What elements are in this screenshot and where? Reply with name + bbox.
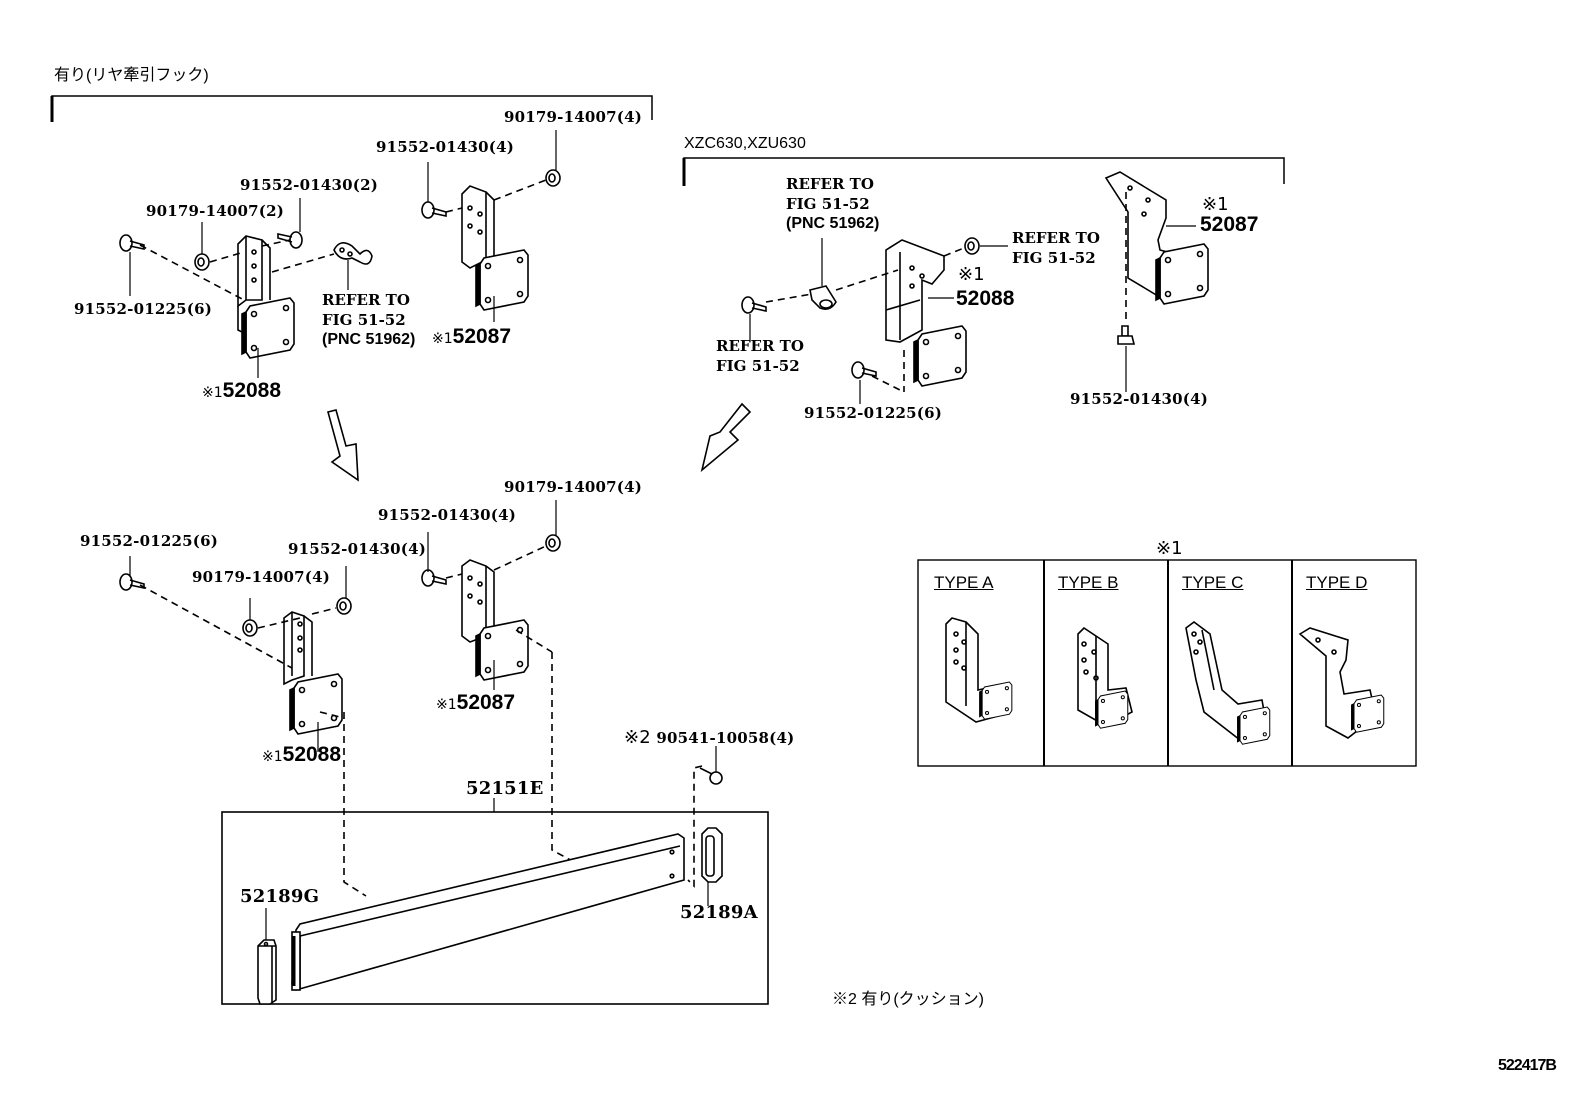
part-label-52087[interactable]: ※152087 [432, 326, 511, 347]
part-label-90179-14007[interactable]: 90179-14007(4) [192, 568, 331, 586]
types-table [917, 559, 1417, 767]
section-heading-xzc630: XZC630,XZU630 [684, 135, 806, 152]
refer-to-fig-note: REFER TO FIG 51-52 [716, 336, 804, 376]
part-label-90179-14007[interactable]: 90179-14007(4) [504, 478, 643, 496]
refer-line: REFER TO [716, 337, 804, 355]
nut-90179-14007-icon [242, 619, 258, 637]
bolt-91552-01430-icon [336, 597, 352, 615]
type-d-label: TYPE D [1306, 573, 1368, 592]
part-label-91552-01225[interactable]: 91552-01225(6) [74, 300, 213, 318]
type-b-bracket-icon [1077, 626, 1133, 729]
part-number: 52087 [456, 691, 516, 714]
part-label-52151E[interactable]: 52151E [466, 778, 544, 799]
bolt-91552-01430-icon [421, 569, 447, 587]
part-label-52189G[interactable]: 52189G [240, 886, 320, 907]
cushion-52189A-icon [701, 827, 723, 883]
assembly-guide-lines [139, 545, 703, 897]
type-c-label: TYPE C [1182, 573, 1244, 592]
assembly-guide-lines [139, 179, 547, 301]
bolt-91552-01430-icon [1117, 325, 1136, 345]
arrow-down-left-section1-icon [327, 409, 359, 482]
part-label-52087[interactable]: 52087 [1200, 213, 1259, 236]
part-label-91552-01430[interactable]: 91552-01430(4) [288, 540, 427, 558]
refer-pnc: (PNC 51962) [786, 215, 880, 232]
figure-id: 522417B [1498, 1057, 1557, 1074]
tow-hook-icon [333, 242, 373, 265]
bolt-refer-icon [741, 296, 767, 314]
part-label-52088[interactable]: 52088 [956, 287, 1015, 310]
bracket-52087-icon [461, 559, 529, 681]
part-label-91552-01430[interactable]: 91552-01430(4) [378, 506, 517, 524]
part-label-52088[interactable]: ※152088 [262, 744, 341, 765]
refer-line: REFER TO [1012, 229, 1100, 247]
part-number: 90541-10058(4) [656, 729, 795, 747]
refer-line: FIG 51-52 [1012, 249, 1096, 267]
bolt-91552-01225-icon [119, 573, 145, 591]
part-number: 52088 [222, 379, 282, 402]
note-mark-1: ※1 [262, 749, 283, 765]
nut-90179-14007-icon [194, 253, 210, 271]
section-heading-tow-hook: 有り(リヤ牽引フック) [54, 67, 209, 84]
arrow-down-left-section2-icon [700, 402, 752, 473]
type-a-label: TYPE A [934, 573, 994, 592]
assembly-guide-lines [765, 192, 1127, 393]
part-label-91552-01430[interactable]: 91552-01430(2) [240, 176, 379, 194]
part-label-90179-14007[interactable]: 90179-14007(4) [504, 108, 643, 126]
nut-90179-14007-icon [545, 169, 561, 187]
part-label-52087[interactable]: ※152087 [436, 692, 515, 713]
section-bracket-tow-hook [50, 95, 653, 122]
type-d-bracket-icon [1298, 627, 1385, 739]
nut-refer-icon [964, 237, 980, 255]
types-heading: ※1 [1156, 538, 1183, 559]
part-label-91552-01430[interactable]: 91552-01430(4) [1070, 390, 1209, 408]
note-mark-1: ※1 [202, 385, 223, 401]
bracket-52088-icon [885, 239, 967, 387]
note-mark-1: ※1 [958, 264, 985, 285]
nut-90179-14007-icon [545, 534, 561, 552]
type-b-label: TYPE B [1058, 573, 1119, 592]
part-label-52088[interactable]: ※152088 [202, 380, 281, 401]
note-mark-1: ※1 [1202, 194, 1229, 215]
part-number: 52087 [452, 325, 512, 348]
bracket-52087-icon [461, 185, 529, 311]
refer-to-fig-note: REFER TO FIG 51-52 [1012, 228, 1100, 268]
refer-pnc: (PNC 51962) [322, 331, 416, 348]
refer-to-fig-note: REFER TO FIG 51-52 (PNC 51962) [322, 290, 415, 350]
note-mark-1: ※1 [432, 331, 453, 347]
type-a-bracket-icon [945, 617, 1013, 723]
type-c-bracket-icon [1185, 621, 1271, 745]
refer-line: FIG 51-52 [322, 311, 406, 329]
part-label-90541-10058[interactable]: ※2 90541-10058(4) [624, 729, 794, 747]
bracket-52088-icon [237, 235, 295, 359]
tow-hook-icon [809, 285, 837, 310]
bolt-91552-01430-icon [421, 201, 447, 219]
footnote-cushion: ※2 有り(クッション) [832, 991, 985, 1008]
note-mark-1: ※1 [436, 697, 457, 713]
bumper-assembly-box [221, 811, 769, 1005]
refer-to-fig-note: REFER TO FIG 51-52 (PNC 51962) [786, 174, 879, 234]
bolt-91552-01225-icon [119, 234, 145, 252]
bracket-52087-icon [1104, 171, 1209, 305]
cushion-52189G-icon [257, 939, 277, 1005]
section-bracket-xzc630 [682, 157, 1285, 186]
part-number: 52088 [282, 743, 342, 766]
part-label-91552-01225[interactable]: 91552-01225(6) [804, 404, 943, 422]
leader-lines [749, 225, 1196, 404]
leader-lines [129, 130, 557, 378]
refer-line: FIG 51-52 [716, 357, 800, 375]
refer-line: REFER TO [322, 291, 410, 309]
bumper-52151E-icon [291, 833, 685, 991]
note-mark-2: ※2 [624, 727, 651, 748]
part-label-91552-01225[interactable]: 91552-01225(6) [80, 532, 219, 550]
part-label-52189A[interactable]: 52189A [680, 902, 758, 923]
part-label-91552-01430[interactable]: 91552-01430(4) [376, 138, 515, 156]
refer-line: REFER TO [786, 175, 874, 193]
rivet-90541-10058-icon [699, 767, 723, 785]
part-label-90179-14007[interactable]: 90179-14007(2) [146, 202, 285, 220]
refer-line: FIG 51-52 [786, 195, 870, 213]
leader-lines [129, 500, 717, 944]
